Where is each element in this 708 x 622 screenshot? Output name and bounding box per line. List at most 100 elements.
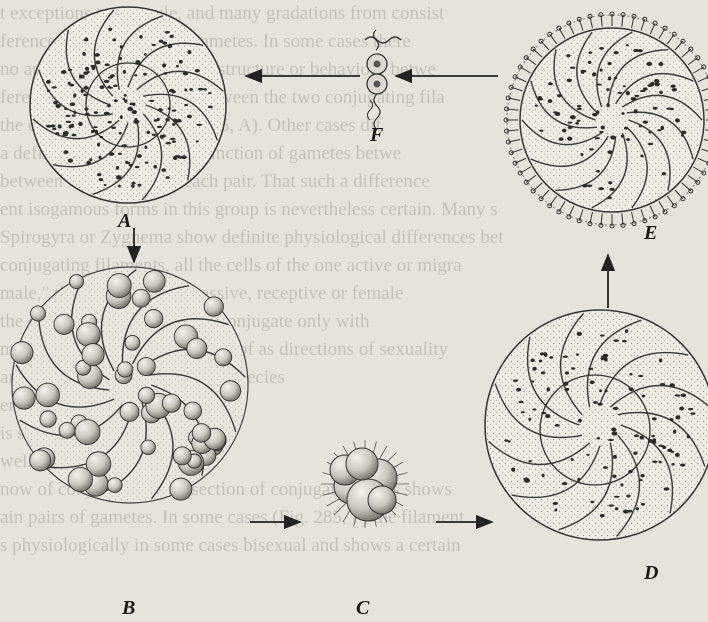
shell-a-pore bbox=[143, 73, 147, 76]
shell-a-pore bbox=[69, 125, 72, 129]
shell-a-pore bbox=[128, 164, 133, 167]
shell-a-pore bbox=[196, 140, 199, 142]
shell-a-pore bbox=[135, 166, 140, 168]
shell-d-pore bbox=[511, 468, 515, 472]
shell-d-pore bbox=[524, 478, 530, 482]
shell-e-pore bbox=[630, 97, 636, 101]
shell-d-pore bbox=[614, 496, 620, 498]
shell-d-pore bbox=[555, 424, 560, 427]
shell-d-pore bbox=[545, 414, 550, 418]
shell-a-pore bbox=[131, 182, 135, 185]
shell-d-pore bbox=[571, 458, 574, 461]
shell-a-pore bbox=[162, 41, 167, 44]
shell-d-pore bbox=[690, 412, 695, 414]
shell-d-pore bbox=[659, 358, 662, 362]
shell-a-pore bbox=[81, 89, 84, 93]
shell-a-pore bbox=[120, 45, 124, 49]
shell-e-pore bbox=[675, 118, 680, 122]
shell-e-pore bbox=[595, 137, 600, 139]
shell-e-pore bbox=[662, 172, 666, 175]
shell-a-pore bbox=[90, 65, 95, 67]
shell-e-pore bbox=[626, 91, 630, 95]
spore bbox=[117, 362, 132, 377]
shell-a-pore bbox=[154, 119, 157, 122]
shell-a-pore bbox=[208, 92, 212, 94]
shell-a-pore bbox=[146, 131, 150, 134]
shell-e-pore bbox=[626, 138, 630, 141]
shell-a-pore bbox=[99, 178, 104, 181]
spore bbox=[125, 335, 140, 350]
shell-e-pore bbox=[672, 88, 677, 91]
shell-a-pore bbox=[189, 88, 193, 91]
pseudopodium bbox=[704, 140, 708, 142]
shell-e-pore bbox=[621, 135, 625, 138]
shell-a-pore bbox=[169, 89, 175, 93]
shell-d-pore bbox=[562, 356, 568, 358]
shell-a-pore bbox=[132, 110, 137, 114]
spore bbox=[68, 467, 92, 491]
shell-e-pore bbox=[575, 122, 579, 125]
shell-d-pore bbox=[664, 487, 670, 490]
spore bbox=[170, 478, 192, 500]
shell-a-pore bbox=[72, 114, 76, 116]
spore bbox=[204, 297, 223, 316]
shell-d-pore bbox=[673, 429, 676, 433]
shell-a-pore bbox=[94, 111, 98, 114]
shell-a-pore bbox=[69, 84, 74, 87]
shell-a-pore bbox=[184, 88, 187, 91]
shell-e-pore bbox=[681, 134, 684, 136]
shell-a-pore bbox=[172, 110, 177, 112]
shell-e-pore bbox=[607, 197, 612, 200]
shell-d-pore bbox=[553, 502, 558, 505]
spore bbox=[120, 402, 139, 421]
shell-d-pore bbox=[636, 507, 639, 510]
shell-d-pore bbox=[675, 453, 680, 457]
shell-d-pore bbox=[620, 483, 623, 486]
shell-d-pore bbox=[608, 504, 614, 506]
panel-e-shell-with-pseudopodia bbox=[504, 12, 708, 228]
shell-e-pore bbox=[614, 77, 618, 79]
spore bbox=[215, 349, 232, 366]
shell-d-pore bbox=[532, 367, 536, 371]
shell-a-pore bbox=[104, 112, 110, 115]
shell-d-pore bbox=[615, 507, 619, 510]
shell-d-pore bbox=[590, 380, 595, 384]
shell-d-pore bbox=[562, 482, 568, 485]
label-d: D bbox=[644, 562, 658, 585]
shell-e-pore bbox=[570, 67, 575, 69]
shell-a-pore bbox=[165, 31, 170, 34]
shell-d-pore bbox=[680, 463, 686, 466]
shell-e-pore bbox=[600, 69, 603, 72]
shell-d-pore bbox=[608, 439, 614, 441]
spore bbox=[107, 274, 131, 298]
shell-a-pore bbox=[138, 184, 142, 187]
shell-d-pore bbox=[531, 380, 534, 382]
shell-e-pore bbox=[640, 155, 643, 158]
shell-e-pore bbox=[634, 95, 639, 97]
shell-d-pore bbox=[613, 455, 617, 459]
shell-d-pore bbox=[599, 389, 602, 392]
shell-a-pore bbox=[173, 156, 178, 160]
shell-a-pore bbox=[195, 69, 200, 73]
shell-d-pore bbox=[590, 501, 594, 503]
shell-a-pore bbox=[203, 88, 207, 90]
shell-d-pore bbox=[669, 383, 675, 387]
shell-a-pore bbox=[111, 127, 116, 129]
shell-d-pore bbox=[564, 388, 569, 391]
shell-d-pore bbox=[679, 407, 684, 411]
shell-d-pore bbox=[669, 418, 673, 421]
shell-d-pore bbox=[662, 446, 666, 449]
spore bbox=[13, 387, 35, 409]
spore bbox=[54, 314, 74, 334]
shell-a-pore bbox=[172, 123, 176, 126]
shell-a-pore bbox=[187, 50, 191, 54]
shell-e-pore bbox=[577, 120, 581, 122]
spore bbox=[40, 411, 56, 427]
shell-a-pore bbox=[108, 76, 113, 78]
shell-d-pore bbox=[652, 460, 657, 463]
shell-e-pore bbox=[586, 184, 592, 187]
shell-d-pore bbox=[564, 381, 568, 385]
shell-e-pore bbox=[580, 153, 583, 156]
shell-a-pore bbox=[83, 94, 87, 97]
shell-a-pore bbox=[108, 27, 112, 31]
